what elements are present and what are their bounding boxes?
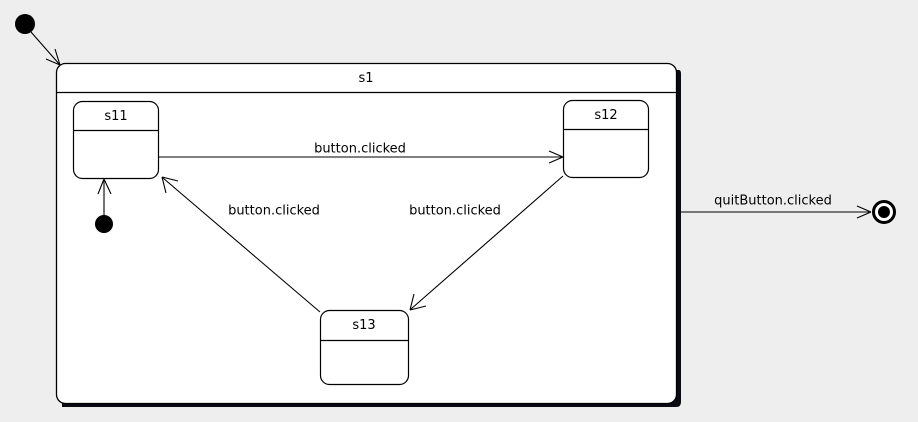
state-s11-name: s11: [104, 109, 127, 124]
transition-s1-to-final-label: quitButton.clicked: [714, 194, 832, 209]
composite-state-s1-body[interactable]: [55, 62, 678, 405]
initial-state-icon[interactable]: [95, 215, 113, 233]
transition-initial-to-s11-arrowhead: [97, 178, 112, 195]
transition-initial-to-s1-line[interactable]: [30, 31, 61, 66]
state-s11[interactable]: s11: [72, 100, 160, 180]
transition-s1-to-final-arrowhead: [856, 205, 872, 219]
transition-s1-to-final[interactable]: quitButton.clicked: [681, 194, 872, 219]
state-s12[interactable]: s12: [562, 99, 650, 179]
transition-initial-to-s1-arrowhead: [45, 48, 61, 66]
transition-s11-to-s12-label: button.clicked: [314, 142, 406, 157]
initial-state-icon[interactable]: [15, 14, 35, 34]
transition-s11-to-s12[interactable]: button.clicked: [158, 142, 564, 164]
transition-s12-to-s13-arrowhead: [409, 293, 427, 311]
composite-state-s1-name: s1: [358, 71, 373, 86]
state-s13-name: s13: [352, 318, 375, 333]
state-s11-body[interactable]: [72, 100, 160, 180]
state-s12-body[interactable]: [562, 99, 650, 179]
final-state[interactable]: [872, 200, 896, 224]
transition-s12-to-s13-label: button.clicked: [409, 204, 501, 219]
transition-s13-to-s11[interactable]: button.clicked: [161, 176, 321, 313]
initial-pseudostate-outer[interactable]: [15, 14, 61, 66]
state-s13-body[interactable]: [319, 309, 410, 386]
initial-pseudostate-inner[interactable]: [95, 178, 113, 233]
transition-s13-to-s11-line[interactable]: [162, 177, 321, 313]
transition-s12-to-s13-line[interactable]: [410, 175, 564, 310]
composite-state-s1[interactable]: s1: [55, 62, 682, 408]
transition-s13-to-s11-label: button.clicked: [228, 204, 320, 219]
state-s12-name: s12: [594, 108, 617, 123]
transition-s11-to-s12-arrowhead: [548, 150, 564, 164]
transition-s12-to-s13[interactable]: button.clicked: [409, 175, 564, 311]
state-s13[interactable]: s13: [319, 309, 410, 386]
transition-s13-to-s11-arrowhead: [161, 176, 179, 194]
final-state-inner-dot: [878, 206, 890, 218]
